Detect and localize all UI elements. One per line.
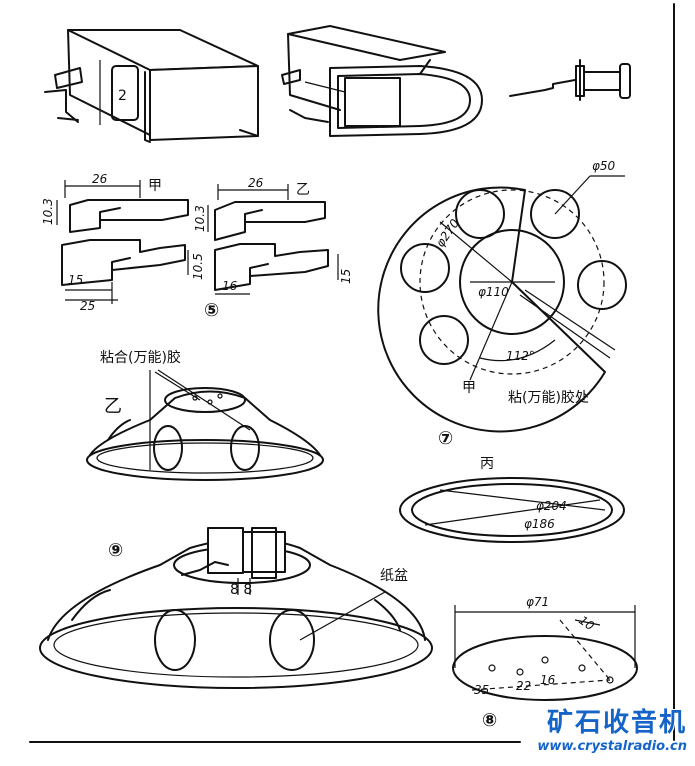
dim-22: 22: [516, 679, 531, 693]
cone-yi-drawing: [86, 369, 324, 481]
dim-15-jia: 15: [68, 273, 83, 287]
dim-25-jia: 25: [80, 299, 95, 313]
dim-16-fig8: 16: [540, 673, 556, 687]
ring-bing-drawing: [399, 477, 625, 543]
watermark: 矿石收音机 www.crystalradio.cn: [517, 702, 687, 754]
core-drawing-left: [44, 29, 259, 143]
label-yi-cone: 乙: [104, 396, 122, 417]
label-bing: 丙: [480, 456, 494, 472]
dim-26-yi: 26: [248, 176, 264, 190]
dim-16-yi: 16: [222, 279, 238, 293]
dim-26-jia: 26: [92, 172, 108, 186]
dim-10-3-jia: 10.3: [41, 198, 55, 225]
watermark-title: 矿石收音机: [546, 708, 687, 738]
bobbin-number-label: 2: [118, 88, 127, 104]
dim-10-5: 10.5: [191, 253, 205, 280]
figure-number-8: ⑧: [482, 710, 497, 731]
dim-phi186: φ186: [524, 517, 555, 531]
label-jia-fig5: 甲: [148, 178, 162, 194]
dim-angle-112: 112°: [506, 349, 535, 363]
fig7-cone-blank: [377, 175, 627, 433]
dim-35: 35: [474, 683, 489, 697]
label-lug-numbers: 8 8: [230, 582, 252, 598]
fig9-assembled-speaker: [39, 527, 433, 689]
fig8-center-disc: [452, 605, 638, 701]
label-glue-top: 粘合(万能)胶: [100, 349, 181, 366]
watermark-url: www.crystalradio.cn: [537, 739, 687, 754]
fig5-lamination-yi-top: [207, 184, 326, 241]
dim-15-yi: 15: [339, 269, 353, 284]
small-bobbin-drawing: [509, 59, 631, 101]
fig5-lamination-jia-top: [56, 180, 189, 233]
dim-phi71: φ71: [526, 595, 549, 609]
dim-10: 10: [576, 613, 597, 633]
dim-phi204: φ204: [536, 499, 567, 513]
fig5-lamination-jia-bottom: [61, 239, 189, 304]
label-glue-area: 粘(万能)胶处: [508, 389, 589, 406]
dim-phi50: φ50: [592, 159, 616, 173]
figure-number-7: ⑦: [438, 428, 453, 449]
figure-number-5: ⑤: [204, 300, 219, 321]
dim-10-3-yi: 10.3: [193, 205, 207, 232]
fig5-lamination-yi-bottom: [214, 243, 339, 295]
label-paper-cone: 纸盆: [380, 568, 408, 584]
label-jia-fig7: 甲: [462, 380, 476, 396]
label-yi-fig5: 乙: [296, 182, 310, 198]
dim-phi110: φ110: [478, 285, 509, 299]
figure-number-9: ⑨: [108, 540, 123, 561]
core-drawing-middle: [281, 25, 483, 137]
